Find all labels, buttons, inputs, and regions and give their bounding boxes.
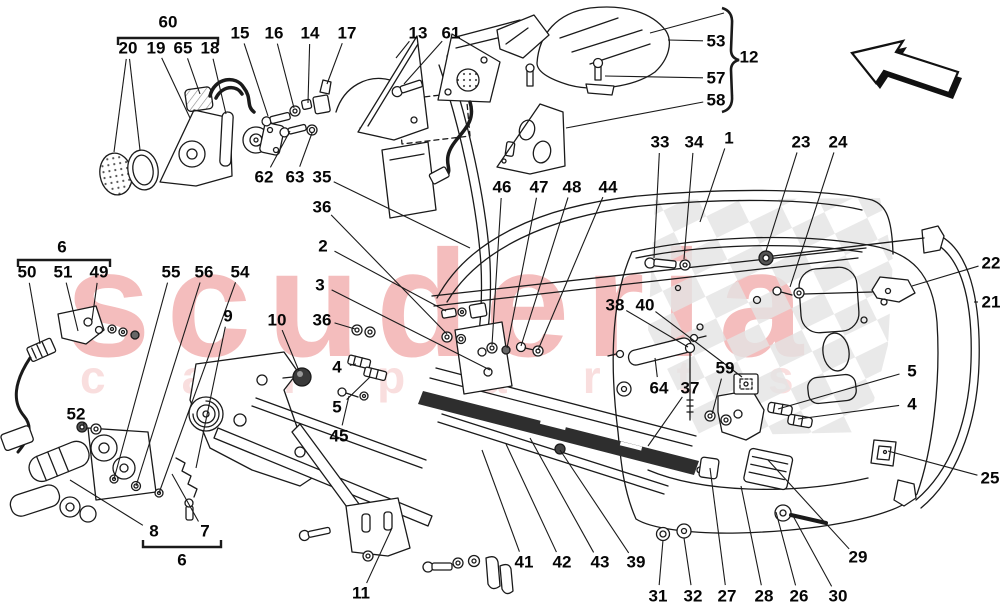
callout-31[interactable]: 31 xyxy=(648,586,668,604)
callout-39[interactable]: 39 xyxy=(626,552,646,572)
callout-44[interactable]: 44 xyxy=(598,177,618,197)
callout-27[interactable]: 27 xyxy=(717,586,737,604)
callout-37[interactable]: 37 xyxy=(680,378,700,398)
callout-18[interactable]: 18 xyxy=(200,38,220,58)
callout-53[interactable]: 53 xyxy=(706,31,726,51)
callout-15[interactable]: 15 xyxy=(230,23,250,43)
callout-4[interactable]: 4 xyxy=(907,394,917,414)
callout-14[interactable]: 14 xyxy=(300,23,320,43)
callout-29[interactable]: 29 xyxy=(848,547,868,567)
callout-6[interactable]: 6 xyxy=(177,550,187,570)
callout-36[interactable]: 36 xyxy=(312,197,332,217)
callout-60[interactable]: 60 xyxy=(158,12,178,32)
callout-16[interactable]: 16 xyxy=(264,23,284,43)
callout-19[interactable]: 19 xyxy=(146,38,166,58)
callout-8[interactable]: 8 xyxy=(149,521,159,541)
checker-band xyxy=(648,198,893,436)
callout-32[interactable]: 32 xyxy=(683,586,703,604)
callout-28[interactable]: 28 xyxy=(754,586,774,604)
callout-6[interactable]: 6 xyxy=(57,237,67,257)
callout-54[interactable]: 54 xyxy=(230,262,250,282)
callout-38[interactable]: 38 xyxy=(605,295,625,315)
bracket-layer xyxy=(16,6,740,549)
callout-48[interactable]: 48 xyxy=(562,177,582,197)
callout-34[interactable]: 34 xyxy=(684,132,704,152)
callout-7[interactable]: 7 xyxy=(200,521,210,541)
callout-1[interactable]: 1 xyxy=(724,128,734,148)
callout-50[interactable]: 50 xyxy=(17,262,37,282)
callout-64[interactable]: 64 xyxy=(649,378,669,398)
callout-46[interactable]: 46 xyxy=(492,177,512,197)
direction-arrow-icon xyxy=(850,39,962,99)
callout-10[interactable]: 10 xyxy=(267,310,287,330)
callout-56[interactable]: 56 xyxy=(194,262,214,282)
callout-9[interactable]: 9 xyxy=(223,306,233,326)
callout-33[interactable]: 33 xyxy=(650,132,670,152)
callout-62[interactable]: 62 xyxy=(254,167,274,187)
callout-30[interactable]: 30 xyxy=(828,586,848,604)
callout-5[interactable]: 5 xyxy=(332,397,342,417)
callout-57[interactable]: 57 xyxy=(706,68,726,88)
callout-21[interactable]: 21 xyxy=(981,292,1000,312)
callout-49[interactable]: 49 xyxy=(89,262,109,282)
callout-13[interactable]: 13 xyxy=(408,23,428,43)
callout-58[interactable]: 58 xyxy=(706,90,726,110)
callout-65[interactable]: 65 xyxy=(173,38,193,58)
leader-lines xyxy=(28,39,979,587)
callout-22[interactable]: 22 xyxy=(981,253,1000,273)
callout-52[interactable]: 52 xyxy=(66,404,86,424)
callout-24[interactable]: 24 xyxy=(828,132,848,152)
callout-3[interactable]: 3 xyxy=(315,275,325,295)
callout-35[interactable]: 35 xyxy=(312,167,332,187)
callout-26[interactable]: 26 xyxy=(789,586,809,604)
callout-55[interactable]: 55 xyxy=(161,262,181,282)
callout-42[interactable]: 42 xyxy=(552,552,572,572)
callout-2[interactable]: 2 xyxy=(318,236,328,256)
callout-41[interactable]: 41 xyxy=(514,552,534,572)
callout-25[interactable]: 25 xyxy=(980,468,1000,488)
callout-4[interactable]: 4 xyxy=(332,357,342,377)
callout-63[interactable]: 63 xyxy=(285,167,305,187)
callout-45[interactable]: 45 xyxy=(329,426,349,446)
callout-17[interactable]: 17 xyxy=(337,23,357,43)
callout-5[interactable]: 5 xyxy=(907,361,917,381)
callout-20[interactable]: 20 xyxy=(118,38,138,58)
callout-43[interactable]: 43 xyxy=(590,552,610,572)
callout-40[interactable]: 40 xyxy=(635,295,655,315)
callout-59[interactable]: 59 xyxy=(715,358,735,378)
callout-61[interactable]: 61 xyxy=(441,23,461,43)
callout-36[interactable]: 36 xyxy=(312,310,332,330)
callout-11[interactable]: 11 xyxy=(352,583,370,603)
callout-47[interactable]: 47 xyxy=(529,177,549,197)
callout-51[interactable]: 51 xyxy=(53,262,73,282)
callout-23[interactable]: 23 xyxy=(791,132,811,152)
callout-12[interactable]: 12 xyxy=(739,47,759,67)
